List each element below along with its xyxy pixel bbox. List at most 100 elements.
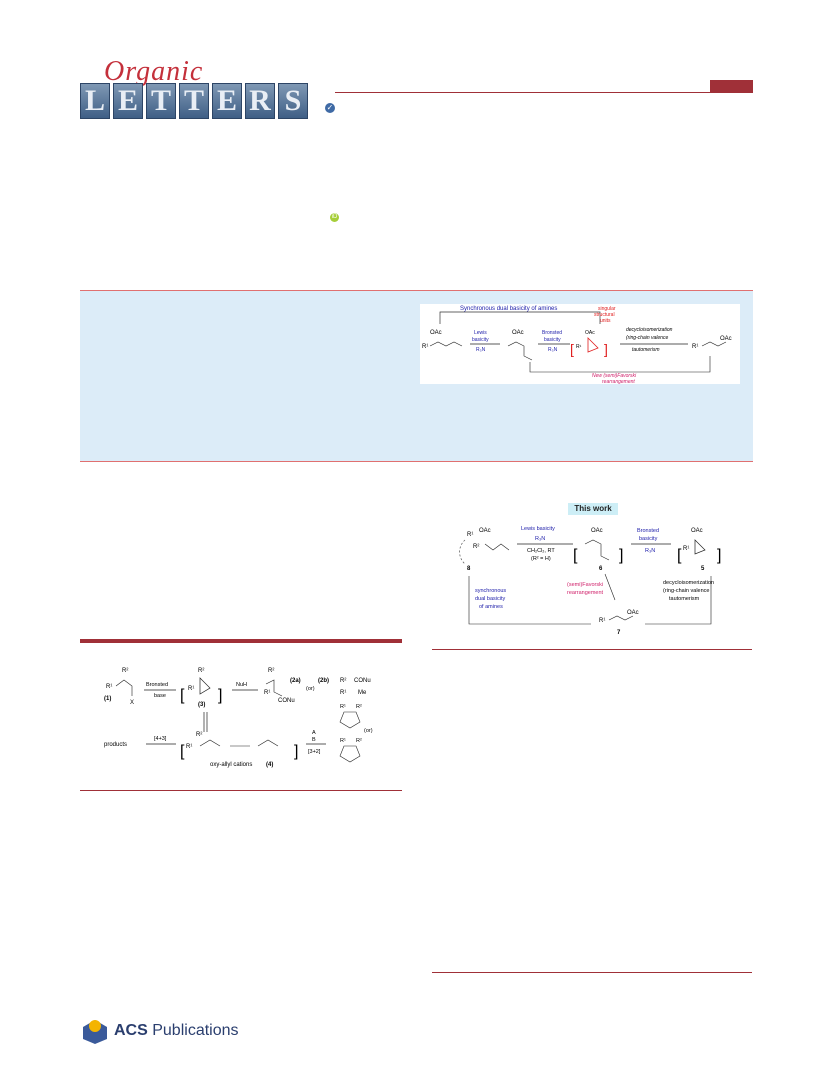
logo-letter: E bbox=[113, 83, 143, 119]
r1-label: R¹ bbox=[599, 618, 605, 624]
acs-logo[interactable] bbox=[80, 1018, 110, 1049]
toc-graphic[interactable]: Synchronous dual basicity of amines OAc … bbox=[420, 304, 740, 385]
r1-label: R¹ bbox=[467, 532, 473, 538]
oxy-allyl-label: oxy-allyl cations bbox=[210, 762, 252, 768]
r2-label: R² bbox=[340, 678, 346, 684]
r2-label: R² bbox=[122, 668, 128, 674]
logo-letter: E bbox=[212, 83, 242, 119]
compound-6-label: 6 bbox=[599, 566, 603, 572]
units-label: units bbox=[600, 318, 611, 324]
x-label: X bbox=[130, 700, 134, 706]
cyclopropanone-ring bbox=[694, 539, 706, 555]
cyclopropanone-ring bbox=[587, 337, 599, 353]
bronsted-label: Bronsted bbox=[542, 330, 562, 336]
scheme-favorskii-svg: R² R¹ (1) X Bronsted base [ R² R¹ ] (3) … bbox=[104, 668, 373, 768]
r1-label: R¹ bbox=[188, 686, 194, 692]
basicity-label: basicity bbox=[544, 337, 561, 343]
bond bbox=[507, 341, 533, 361]
r1-label: R¹ bbox=[692, 344, 698, 350]
r1-label: R¹ bbox=[340, 738, 346, 744]
condition-label: (R² = H) bbox=[531, 556, 551, 562]
r2-label: R² bbox=[196, 732, 202, 738]
acs-label: ACS bbox=[114, 1022, 148, 1039]
bond bbox=[265, 679, 283, 697]
r2-label: R² bbox=[198, 668, 204, 674]
bracket-left: [ bbox=[180, 687, 185, 704]
bracket-right: ] bbox=[619, 547, 623, 564]
bond bbox=[584, 539, 610, 561]
cycloaddition-43-label: [4+3] bbox=[154, 736, 167, 742]
sync-path bbox=[468, 576, 591, 625]
cycloaddition-32-label: [3+2] bbox=[308, 749, 321, 755]
scheme-rule-top bbox=[80, 639, 402, 643]
sync-label-2: dual basicity bbox=[475, 596, 506, 602]
ringchain-label: (ring-chain valence bbox=[663, 588, 709, 594]
logo-letter: S bbox=[278, 83, 308, 119]
column-end-rule bbox=[432, 972, 752, 973]
r3n-label: R₃N bbox=[476, 347, 486, 353]
logo-letter: T bbox=[179, 83, 209, 119]
sync-label-3: of amines bbox=[479, 604, 503, 610]
bracket-right: ] bbox=[218, 687, 222, 704]
or-label: (or) bbox=[306, 686, 315, 692]
r1-label: R¹ bbox=[576, 344, 582, 350]
compound-4-label: (4) bbox=[266, 762, 273, 768]
r1-label: R¹ bbox=[106, 684, 112, 690]
bond bbox=[199, 739, 221, 747]
r2-label: R² bbox=[268, 668, 274, 674]
r1-label: R¹ bbox=[186, 744, 192, 750]
bracket-left: [ bbox=[573, 547, 578, 564]
rearrangement-label: rearrangement bbox=[602, 379, 635, 384]
oac-label: OAc bbox=[479, 528, 491, 534]
scheme-rule-bottom bbox=[80, 790, 402, 791]
header-tab bbox=[710, 80, 753, 92]
oac-label: OAc bbox=[720, 336, 732, 342]
rearrangement-label: rearrangement bbox=[567, 590, 604, 596]
semi-favorski-label: (semi)Favorski bbox=[567, 582, 603, 588]
r1-label: R¹ bbox=[340, 690, 346, 696]
arrow bbox=[604, 573, 616, 601]
basicity-label: basicity bbox=[639, 536, 658, 542]
r1-label: R¹ bbox=[340, 704, 346, 710]
compound-2b-label: (2b) bbox=[318, 678, 329, 684]
acs-publications-wordmark[interactable]: ACS Publications bbox=[114, 1022, 239, 1040]
scheme-rule-bottom bbox=[432, 649, 752, 650]
bracket-right: ] bbox=[604, 341, 608, 357]
five-membered-ring bbox=[339, 745, 361, 763]
favorski-label: New (semi)Favorski bbox=[592, 373, 637, 379]
five-membered-ring bbox=[339, 711, 361, 729]
a-label: A bbox=[312, 730, 316, 736]
bond bbox=[701, 341, 727, 347]
bond bbox=[608, 615, 634, 621]
structural-label: structural bbox=[594, 312, 615, 318]
r1-label: R¹ bbox=[683, 546, 689, 552]
scheme-favorskii[interactable]: R² R¹ (1) X Bronsted base [ R² R¹ ] (3) … bbox=[100, 660, 400, 780]
compound-8-label: 8 bbox=[467, 566, 471, 572]
oac-label: OAc bbox=[591, 528, 603, 534]
bracket-right: ] bbox=[294, 743, 298, 760]
logo-letter: T bbox=[146, 83, 176, 119]
top-label: Synchronous dual basicity of amines bbox=[460, 306, 557, 312]
scheme-this-work[interactable]: R¹ OAc R² 8 Lewis basicity R₃N CH₂Cl₂, R… bbox=[455, 520, 745, 640]
conu-label: CONu bbox=[354, 678, 371, 684]
tautomerism-label: tautomerism bbox=[632, 347, 660, 353]
lewis-label-2: basicity bbox=[472, 337, 489, 343]
bracket-left: [ bbox=[677, 547, 682, 564]
this-work-chip: This work bbox=[568, 503, 618, 515]
r1-label: R¹ bbox=[422, 344, 428, 350]
bond bbox=[115, 679, 133, 696]
bracket-left: [ bbox=[180, 743, 185, 760]
bond bbox=[484, 543, 510, 551]
ringchain-label: (ring-chain valence bbox=[626, 335, 668, 341]
r3n-label: R₃N bbox=[535, 536, 545, 542]
bracket-right: ] bbox=[717, 547, 721, 564]
cyclopropanone-ring bbox=[199, 677, 211, 695]
logo-letter: L bbox=[80, 83, 110, 119]
scheme-this-work-svg: R¹ OAc R² 8 Lewis basicity R₃N CH₂Cl₂, R… bbox=[459, 526, 721, 636]
journal-logo-letters: L E T T E R S bbox=[80, 83, 308, 119]
sync-label-1: synchronous bbox=[475, 588, 506, 594]
orcid-icon[interactable]: iD bbox=[330, 213, 339, 222]
lewis-basicity-label: Lewis basicity bbox=[521, 526, 555, 532]
top-bracket bbox=[439, 311, 601, 324]
oac-label: OAc bbox=[430, 330, 442, 336]
